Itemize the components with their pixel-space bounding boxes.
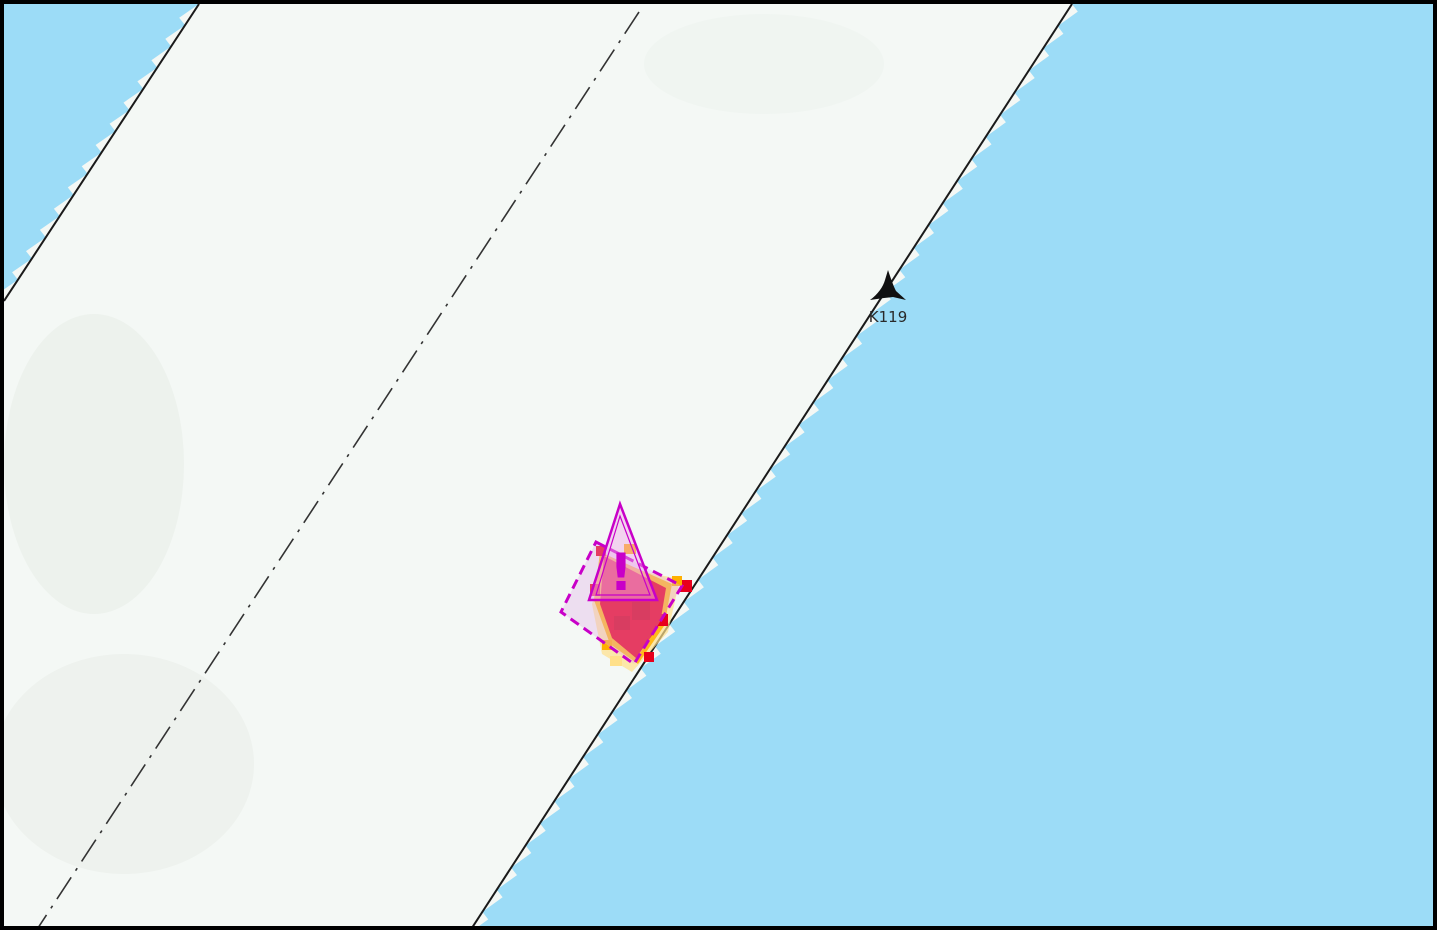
map-canvas[interactable]: ! K119 — [4, 4, 1437, 930]
alert-area-outline[interactable] — [559, 539, 685, 667]
mountain-peak-icon — [870, 270, 906, 300]
land-strip — [4, 4, 1078, 926]
terrain-shade — [644, 14, 884, 114]
shoreline-left — [4, 4, 200, 302]
terrain-shade — [4, 654, 254, 874]
hotspot-cell — [610, 656, 622, 666]
hotspot-cell — [632, 602, 650, 620]
hotspot-cell — [680, 580, 692, 592]
warning-symbol: ! — [609, 543, 633, 603]
hotspot-cell — [672, 576, 682, 586]
hotspot-cell — [596, 546, 606, 556]
shoreline-right — [472, 4, 1073, 926]
hotspot-cell — [590, 584, 600, 596]
warning-triangle-icon[interactable]: ! — [587, 500, 659, 603]
boundary-dashdot-line — [38, 11, 640, 926]
marker-label: K119 — [869, 308, 907, 326]
hotspot-cell — [614, 616, 630, 630]
hotspot-cell — [602, 640, 612, 650]
terrain-shade — [4, 314, 184, 614]
hotspot-cell — [644, 652, 654, 662]
hotspot-cell — [624, 544, 636, 554]
peak-marker[interactable]: K119 — [869, 270, 907, 326]
